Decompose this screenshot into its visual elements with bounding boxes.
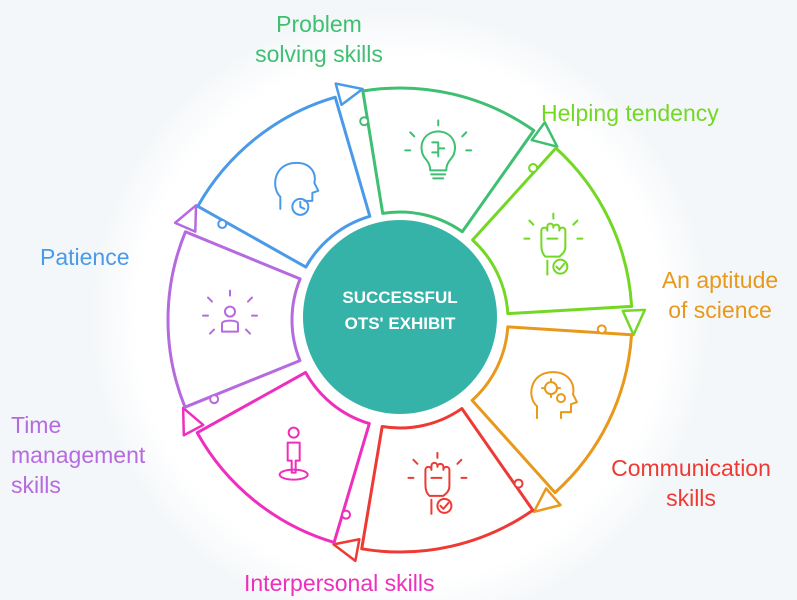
segment-outline xyxy=(196,95,372,269)
segment-dot xyxy=(528,163,539,174)
segment-arrowhead xyxy=(532,487,562,514)
head-clock-icon xyxy=(274,161,320,216)
segment-outline xyxy=(471,146,634,316)
segment-outline xyxy=(361,86,536,234)
segment-dot xyxy=(209,394,220,405)
segment-4 xyxy=(181,370,371,544)
segment-dot xyxy=(513,478,524,489)
segment-outline xyxy=(470,325,634,495)
segment-5 xyxy=(166,204,302,409)
segment-3 xyxy=(332,407,535,563)
segment-2 xyxy=(470,324,634,514)
segment-6 xyxy=(196,82,372,269)
segment-arrowhead xyxy=(530,121,559,148)
raised-fist-check-icon xyxy=(407,451,468,515)
segment-arrowhead xyxy=(181,406,205,437)
segment-dot xyxy=(359,116,370,127)
segment-dot xyxy=(341,509,352,520)
segment-1 xyxy=(471,146,647,337)
segment-dot xyxy=(217,219,228,230)
segment-outline xyxy=(195,370,371,544)
raised-fist-check-icon xyxy=(523,212,584,276)
segment-arrowhead xyxy=(621,308,647,337)
segment-arrowhead xyxy=(334,82,364,107)
segment-arrowhead xyxy=(332,538,361,563)
segment-arrowhead xyxy=(173,204,198,233)
person-glowing-icon xyxy=(202,289,259,335)
segment-outline xyxy=(360,407,535,554)
segment-0 xyxy=(359,86,559,234)
segment-dot xyxy=(596,324,607,335)
segment-outline xyxy=(166,230,302,409)
center-circle xyxy=(303,220,497,414)
person-standing-icon xyxy=(278,426,309,481)
head-gears-icon xyxy=(530,371,578,420)
lightbulb-puzzle-icon xyxy=(404,119,473,180)
